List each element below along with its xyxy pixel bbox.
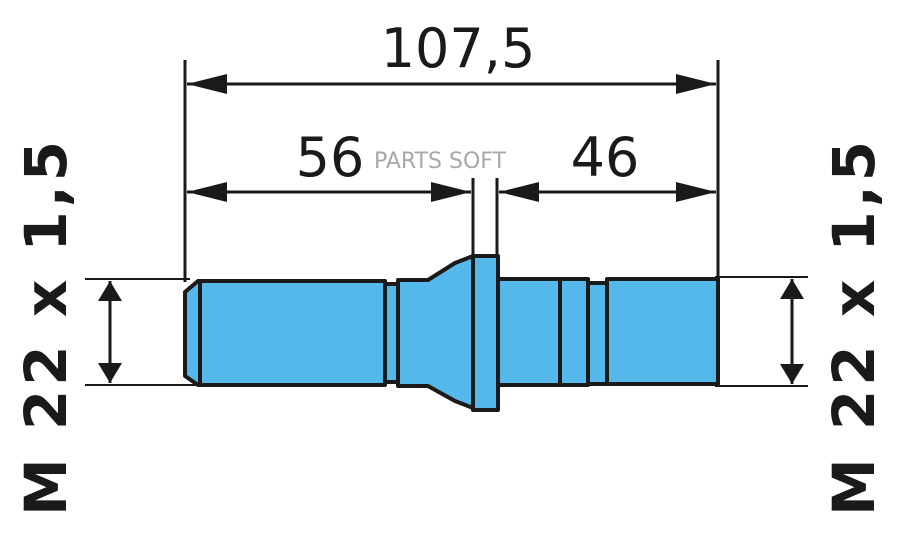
- watermark: PARTS SOFT: [374, 149, 507, 174]
- right-groove: [586, 281, 609, 386]
- left-thread: [183, 279, 387, 387]
- collar: [471, 254, 500, 412]
- thread-spec-right: M 22 x 1,5: [820, 137, 888, 516]
- shank-cone: [396, 254, 475, 410]
- overall-length-label: 107,5: [381, 17, 536, 80]
- thread-spec-left: M 22 x 1,5: [12, 137, 80, 516]
- stud-bolt: [183, 254, 720, 412]
- right-shank: [496, 277, 562, 387]
- right-thread: [605, 277, 720, 386]
- left-length-label: 56: [296, 126, 365, 189]
- right-length-label: 46: [571, 126, 640, 189]
